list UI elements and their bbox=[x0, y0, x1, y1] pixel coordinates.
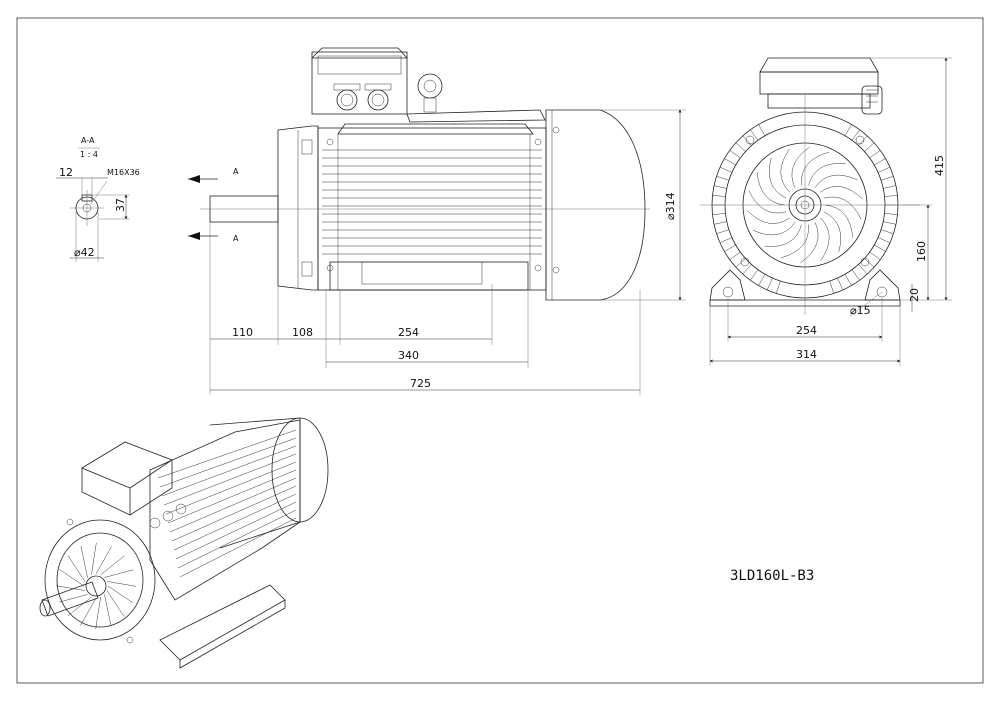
fan-blades bbox=[747, 146, 863, 264]
section-title: A-A bbox=[81, 136, 95, 145]
section-scale: 1 : 4 bbox=[80, 150, 98, 159]
end-view-fins bbox=[712, 124, 898, 294]
section-mark-bottom: A bbox=[233, 234, 239, 243]
foot-spacing-dim: 254 bbox=[796, 324, 817, 337]
end-view: 415 160 20 ⌀15 254 314 bbox=[700, 57, 952, 366]
section-a-a-view: A-A 1 : 4 12 M16X36 37 ⌀42 bbox=[56, 136, 140, 262]
hole-diameter-dim: ⌀15 bbox=[850, 304, 871, 317]
side-height-dim: ⌀314 bbox=[664, 192, 677, 220]
foot-width-dim: 314 bbox=[796, 348, 817, 361]
key-width-dim: 12 bbox=[59, 166, 73, 179]
shaft-diameter-dim: ⌀42 bbox=[74, 246, 95, 259]
isometric-fins bbox=[157, 429, 297, 578]
dim-shaft-to-foot: 108 bbox=[292, 326, 313, 339]
isometric-view bbox=[39, 417, 329, 669]
dim-foot-spacing: 254 bbox=[398, 326, 419, 339]
model-code: 3LD160L-B3 bbox=[730, 568, 814, 584]
key-height-dim: 37 bbox=[114, 198, 127, 212]
foot-thickness-dim: 20 bbox=[908, 288, 921, 302]
thread-label: M16X36 bbox=[107, 168, 140, 177]
sheet-border bbox=[16, 17, 984, 684]
side-view: A A bbox=[188, 47, 686, 395]
total-height-dim: 415 bbox=[933, 155, 946, 176]
dim-shaft-length: 110 bbox=[232, 326, 253, 339]
shaft-height-dim: 160 bbox=[915, 241, 928, 262]
section-mark-top: A bbox=[233, 167, 239, 176]
dim-foot-length: 340 bbox=[398, 349, 419, 362]
isometric-fan bbox=[55, 542, 137, 630]
dim-overall-length: 725 bbox=[410, 377, 431, 390]
